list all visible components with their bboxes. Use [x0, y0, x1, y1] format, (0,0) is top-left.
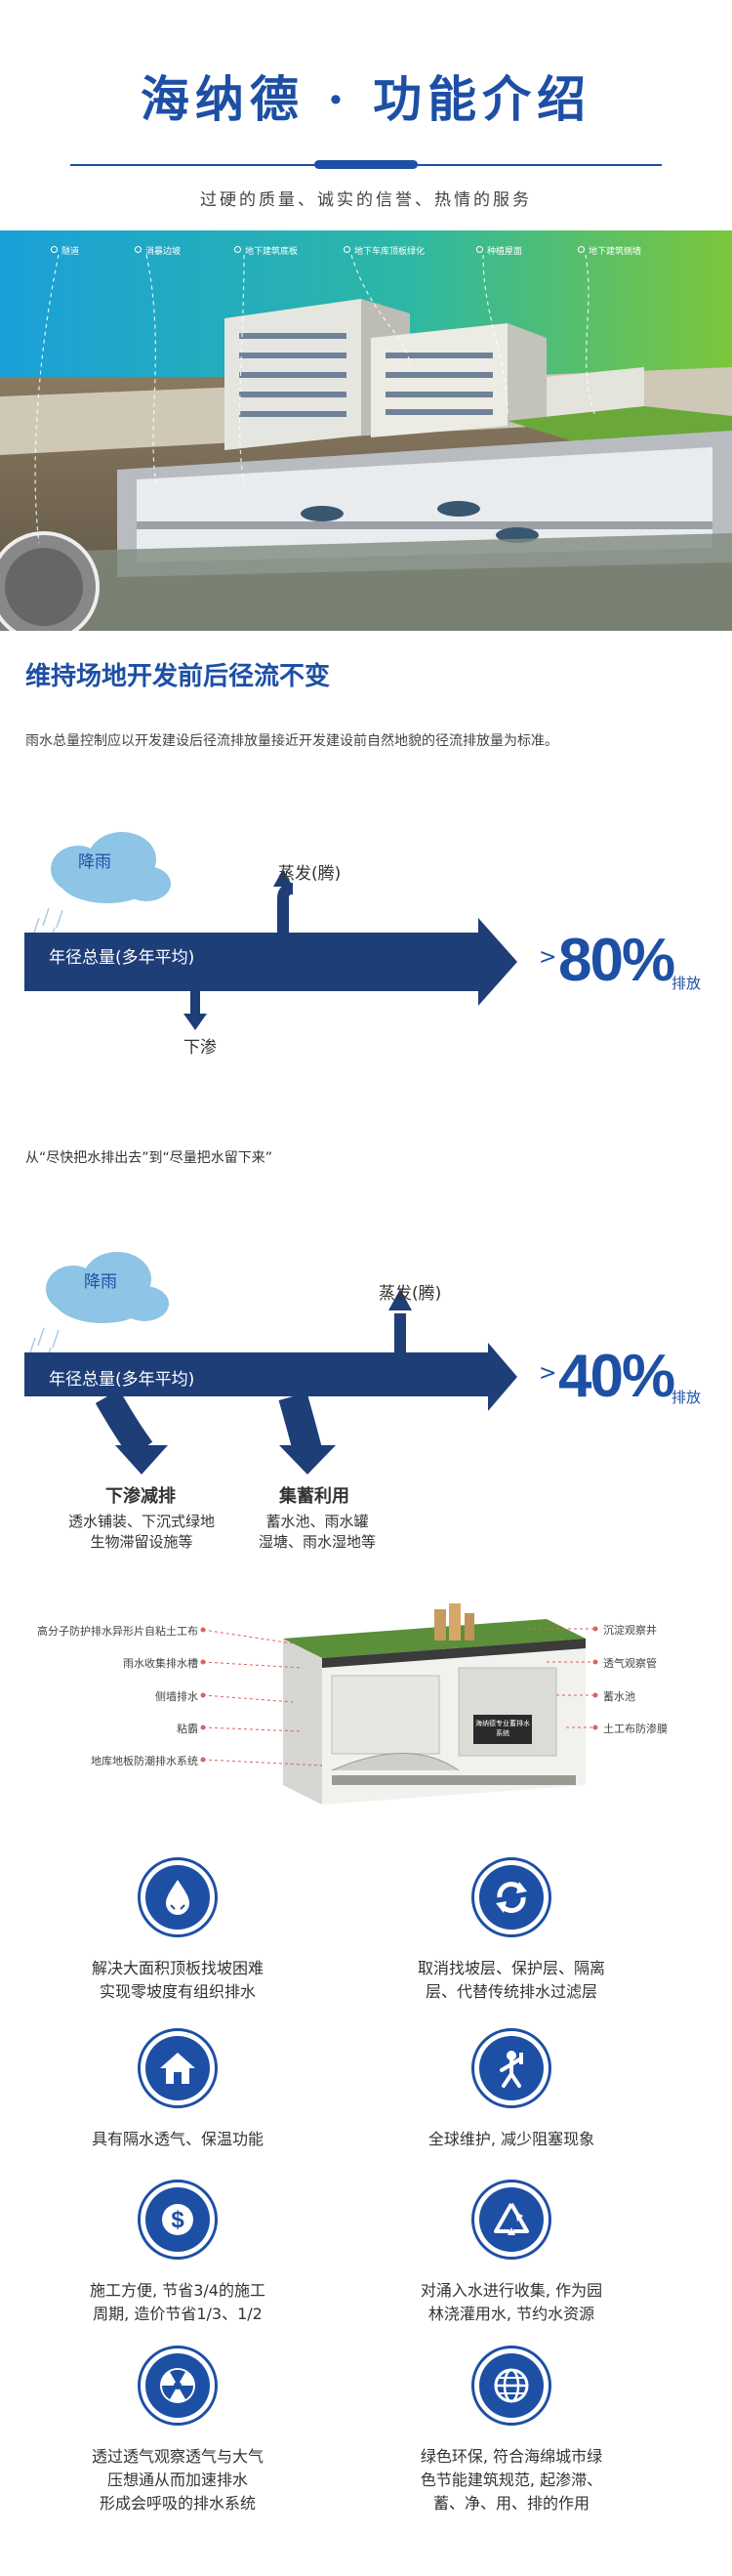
hero-label-green-roof: 种植屋面: [476, 244, 522, 257]
branch-infiltration-desc: 透水铺装、下沉式绿地 生物滞留设施等: [59, 1512, 224, 1553]
feature-text: 取消找坡层、保护层、隔离 层、代替传统排水过滤层: [365, 1957, 658, 2004]
annual-runoff-label: 年径总量(多年平均): [49, 948, 195, 968]
feature-line: 实现零坡度有组织排水: [99, 1982, 256, 2001]
page-subtitle: 过硬的质量、诚实的信誉、热情的服务: [200, 190, 532, 210]
feature-text: 施工方便, 节省3/4的施工 周期, 造价节省1/3、1/2: [31, 2279, 324, 2326]
greater-than-symbol: >: [539, 1361, 557, 1386]
feature-line: 解决大面积顶板找坡困难: [91, 1959, 264, 1977]
branch-storage-desc: 蓄水池、雨水罐 湿塘、雨水湿地等: [244, 1512, 390, 1553]
page-header: 海纳德 · 功能介绍 过硬的质量、诚实的信誉、热情的服务: [0, 0, 732, 230]
runoff-arrows-2: [24, 1252, 517, 1475]
feature-line: 层、代替传统排水过滤层: [425, 1982, 597, 2001]
feature-item: 透过透气观察透气与大气 压想通从而加速排水 形成会呼吸的排水系统: [31, 2346, 324, 2515]
globe-icon: [471, 2346, 551, 2426]
feature-item: 取消找坡层、保护层、隔离 层、代替传统排水过滤层: [365, 1857, 658, 2004]
annual-runoff-label: 年径总量(多年平均): [49, 1370, 195, 1390]
branch-infiltration-line2: 生物滞留设施等: [90, 1533, 193, 1551]
dollar-icon: $: [138, 2180, 218, 2260]
system-sign: 海纳德专业蓄排水系统: [475, 1720, 530, 1737]
feature-line: 绿色环保, 符合海绵城市绿: [420, 2447, 603, 2466]
runoff-arrows-1: [24, 832, 517, 1030]
recycle-arrows-icon: [471, 1857, 551, 1937]
discharge-percent: 80%: [558, 927, 675, 994]
feature-line: 周期, 造价节省1/3、1/2: [93, 2305, 263, 2323]
layer-label-reservoir: 蓄水池: [603, 1690, 635, 1703]
feature-line: 透过透气观察透气与大气: [91, 2447, 264, 2466]
house-icon: [138, 2028, 218, 2108]
maintenance-worker-icon: [471, 2028, 551, 2108]
evaporation-label: 蒸发(腾): [379, 1284, 442, 1304]
feature-text: 透过透气观察透气与大气 压想通从而加速排水 形成会呼吸的排水系统: [31, 2445, 324, 2515]
rain-cloud-icon: [46, 1252, 169, 1323]
feature-item: 对涌入水进行收集, 作为园 林浇灌用水, 节约水资源: [365, 2180, 658, 2326]
svg-text:$: $: [171, 2207, 184, 2233]
page-title: 海纳德 · 功能介绍: [140, 70, 592, 128]
evaporation-label: 蒸发(腾): [278, 864, 342, 884]
drainage-layer-diagram: 高分子防护排水异形片自粘土工布 雨水收集排水槽 侧墙排水 粘霸 地库地板防潮排水…: [0, 1600, 732, 1824]
discharge-percent: 40%: [558, 1343, 675, 1410]
runoff-diagram-before: 降雨 年径总量(多年平均) 蒸发(腾) 下渗 > 80% 排放: [0, 830, 732, 1064]
greater-than-symbol: >: [539, 945, 557, 970]
water-drop-icon: [138, 1857, 218, 1937]
runoff-diagram-after: 降雨 年径总量(多年平均) 蒸发(腾) > 40% 排放 下渗减排 透水铺装、下…: [0, 1250, 732, 1572]
branch-storage-line2: 湿塘、雨水湿地等: [258, 1533, 376, 1551]
feature-line: 林浇灌用水, 节约水资源: [427, 2305, 595, 2323]
title-accent-bar: [314, 160, 418, 169]
feature-line: 取消找坡层、保护层、隔离: [417, 1959, 605, 1977]
layer-label-sediment-well: 沉淀观察井: [603, 1624, 657, 1637]
feature-text: 全球维护, 减少阻塞现象: [365, 2128, 658, 2151]
transition-text: 从“尽快把水排出去”到“尽量把水留下来”: [25, 1150, 273, 1166]
feature-line: 施工方便, 节省3/4的施工: [90, 2281, 265, 2300]
infiltration-label: 下渗: [183, 1038, 217, 1058]
discharge-suffix: 排放: [671, 1389, 702, 1406]
rain-label: 降雨: [78, 852, 111, 872]
hero-label-tunnel: 隧道: [51, 244, 79, 257]
branch-infiltration-title: 下渗减排: [105, 1486, 176, 1507]
layer-label-collection-groove: 雨水收集排水槽: [123, 1657, 198, 1670]
feature-item: 全球维护, 减少阻塞现象: [365, 2028, 658, 2151]
feature-line: 蓄、净、用、排的作用: [432, 2494, 590, 2513]
layer-label-adhesive: 粘霸: [177, 1723, 198, 1735]
hero-label-garage-roof: 地下车库顶板绿化: [344, 244, 425, 257]
drainage-structure-image: [200, 1603, 598, 1805]
branch-infiltration-line1: 透水铺装、下沉式绿地: [67, 1513, 215, 1530]
building-cross-section-image: [0, 230, 732, 631]
branch-storage-title: 集蓄利用: [279, 1486, 349, 1507]
feature-line: 形成会呼吸的排水系统: [99, 2494, 256, 2513]
radiation-icon: [138, 2346, 218, 2426]
section-title: 维持场地开发前后径流不变: [25, 662, 331, 691]
feature-item: $ 施工方便, 节省3/4的施工 周期, 造价节省1/3、1/2: [31, 2180, 324, 2326]
recycle-triangle-icon: [471, 2180, 551, 2260]
feature-text: 解决大面积顶板找坡困难 实现零坡度有组织排水: [31, 1957, 324, 2004]
feature-text: 对涌入水进行收集, 作为园 林浇灌用水, 节约水资源: [365, 2279, 658, 2326]
hero-label-side-wall: 地下建筑侧墙: [578, 244, 641, 257]
layer-label-floor-drain: 地库地板防潮排水系统: [91, 1755, 198, 1767]
rain-cloud-icon: [51, 832, 171, 903]
layer-label-membrane: 土工布防渗膜: [603, 1723, 668, 1735]
feature-item: 绿色环保, 符合海绵城市绿 色节能建筑规范, 起渗滞、 蓄、净、用、排的作用: [365, 2346, 658, 2515]
feature-line: 压想通从而加速排水: [106, 2471, 248, 2489]
discharge-suffix: 排放: [671, 975, 702, 992]
feature-line: 色节能建筑规范, 起渗滞、: [420, 2471, 603, 2489]
hero-label-floor: 地下建筑底板: [234, 244, 298, 257]
section-description: 雨水总量控制应以开发建设后径流排放量接近开发建设前自然地貌的径流排放量为标准。: [25, 733, 558, 749]
feature-line: 全球维护, 减少阻塞现象: [427, 2130, 595, 2148]
feature-item: 具有隔水透气、保温功能: [31, 2028, 324, 2151]
layer-label-vent-pipe: 透气观察管: [603, 1657, 657, 1670]
hero-label-slope: 消暴边坡: [135, 244, 181, 257]
layer-label-side-wall-drain: 侧墙排水: [155, 1690, 198, 1703]
feature-line: 对涌入水进行收集, 作为园: [420, 2281, 603, 2300]
branch-storage-line1: 蓄水池、雨水罐: [265, 1513, 369, 1530]
feature-text: 绿色环保, 符合海绵城市绿 色节能建筑规范, 起渗滞、 蓄、净、用、排的作用: [365, 2445, 658, 2515]
feature-text: 具有隔水透气、保温功能: [31, 2128, 324, 2151]
feature-line: 具有隔水透气、保温功能: [91, 2130, 264, 2148]
feature-item: 解决大面积顶板找坡困难 实现零坡度有组织排水: [31, 1857, 324, 2004]
hero-illustration: 隧道 消暴边坡 地下建筑底板 地下车库顶板绿化 种植屋面 地下建筑侧墙: [0, 230, 732, 631]
layer-label-geotextile: 高分子防护排水异形片自粘土工布: [37, 1625, 198, 1638]
rain-label: 降雨: [84, 1272, 117, 1292]
